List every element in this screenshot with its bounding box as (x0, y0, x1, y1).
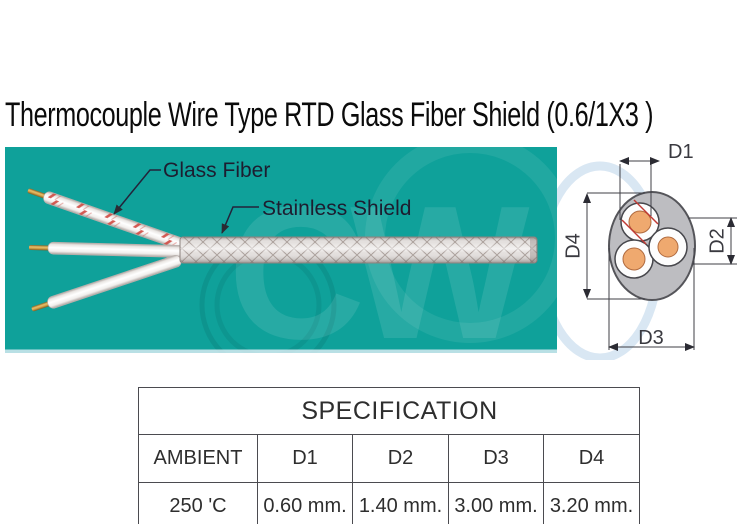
spec-table-title: SPECIFICATION (138, 387, 640, 435)
wire-top (27, 188, 185, 250)
page-title: Thermocouple Wire Type RTD Glass Fiber S… (5, 96, 654, 134)
dim-label-d4: D4 (562, 233, 584, 259)
glass-fiber-callout (113, 169, 161, 215)
cross-section-diagram: D1 D4 D2 D3 (562, 141, 737, 351)
value-ambient: 250 'C (138, 482, 258, 524)
col-header-d4: D4 (543, 434, 640, 483)
spec-value-row: 250 'C 0.60 mm. 1.40 mm. 3.00 mm. 3.20 m… (138, 482, 640, 524)
conductor-circle-upper-left (620, 202, 660, 242)
stainless-shield-label: Stainless Shield (262, 197, 411, 220)
value-d2: 1.40 mm. (352, 482, 449, 524)
glass-fiber-label: Glass Fiber (163, 159, 270, 182)
braided-shield (179, 236, 538, 264)
value-d3: 3.00 mm. (448, 482, 544, 524)
stainless-shield-callout (221, 206, 259, 234)
specification-table: SPECIFICATION AMBIENT D1 D2 D3 D4 250 'C… (138, 387, 640, 524)
dim-label-d2: D2 (706, 228, 728, 254)
spec-header-row: AMBIENT D1 D2 D3 D4 (138, 434, 640, 483)
value-d1: 0.60 mm. (257, 482, 353, 524)
col-header-d1: D1 (257, 434, 353, 483)
dim-label-d3: D3 (638, 327, 664, 349)
wire-middle (28, 241, 189, 258)
value-d4: 3.20 mm. (543, 482, 640, 524)
cable-illustration: CW Glass Fiber (5, 141, 737, 360)
conductor-circle-lower-left (614, 239, 654, 279)
dimension-lines (583, 157, 737, 351)
col-header-d3: D3 (448, 434, 544, 483)
spec-title-row: SPECIFICATION (138, 387, 640, 435)
d1-measure-marks (621, 199, 659, 245)
conductor-circle-right (648, 227, 688, 267)
col-header-ambient: AMBIENT (138, 434, 258, 483)
col-header-d2: D2 (352, 434, 449, 483)
dim-label-d1: D1 (668, 141, 694, 163)
